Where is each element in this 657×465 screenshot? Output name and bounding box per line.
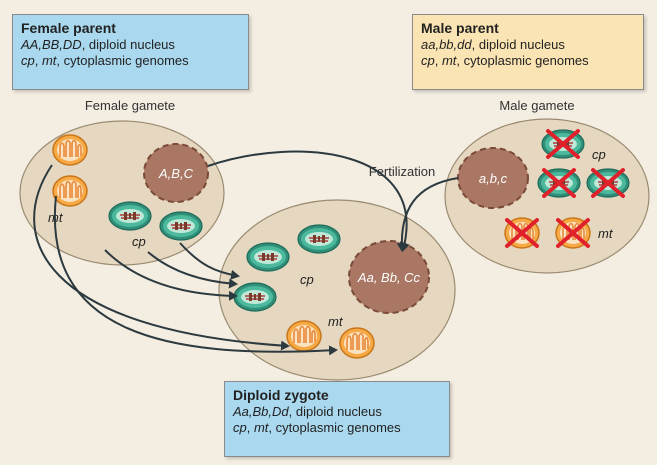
- female-gamete-title: Female gamete: [85, 98, 175, 113]
- zygote-nucleus-line: Aa,Bb,Dd, diploid nucleus: [233, 404, 441, 420]
- arrow-mito2-to-zygote: [53, 195, 338, 356]
- male-parent-cyto-line: cp, mt, cytoplasmic genomes: [421, 53, 589, 68]
- male-mt-label: mt: [598, 226, 614, 241]
- zygote-chloroplast-2: [297, 224, 341, 254]
- zygote-chloroplast-1: [246, 242, 290, 272]
- zygote-chloroplast-3: [233, 282, 277, 312]
- female-parent-genotype: AA,BB,DD: [21, 37, 82, 52]
- female-nucleus-label: A,B,C: [158, 166, 194, 181]
- zygote-cp-label: cp: [300, 272, 314, 287]
- female-mitochondrion-1: [52, 134, 88, 166]
- female-mt-label: mt: [48, 210, 64, 225]
- zygote-mitochondrion-2: [339, 327, 375, 359]
- arrow-chloro3-to-zygote: [179, 242, 240, 280]
- fertilization-label: Fertilization: [369, 164, 435, 179]
- male-parent-cp: cp: [421, 53, 435, 68]
- female-parent-cyto-text: , cytoplasmic genomes: [56, 53, 189, 68]
- female-parent-cyto-line: cp, mt, cytoplasmic genomes: [21, 53, 189, 68]
- zygote-cp: cp: [233, 420, 247, 435]
- arrow-fertilization-to-zygote: [396, 177, 459, 252]
- female-parent-box: Female parent AA,BB,DD, diploid nucleus …: [12, 14, 249, 90]
- female-chloroplast-2: [159, 211, 203, 241]
- male-parent-genotype: aa,bb,dd: [421, 37, 472, 52]
- male-nucleus-label: a,b,c: [479, 171, 508, 186]
- male-gamete-title: Male gamete: [499, 98, 574, 113]
- male-parent-title: Male parent: [421, 20, 499, 36]
- zygote-cyto-text: , cytoplasmic genomes: [268, 420, 401, 435]
- zygote-title: Diploid zygote: [233, 387, 329, 403]
- male-parent-box: Male parent aa,bb,dd, diploid nucleus cp…: [412, 14, 644, 90]
- female-chloroplast-1: [108, 201, 152, 231]
- female-nucleus: [143, 143, 209, 203]
- male-parent-cyto-text: , cytoplasmic genomes: [456, 53, 589, 68]
- male-parent-mt: mt: [441, 53, 457, 68]
- zygote-nucleus: [348, 240, 430, 314]
- female-cp-label: cp: [132, 234, 146, 249]
- zygote-genotype: Aa,Bb,Dd: [233, 404, 289, 419]
- arrow-mito1-to-zygote: [33, 164, 290, 351]
- male-parent-nucleus-line: aa,bb,dd, diploid nucleus: [421, 37, 635, 53]
- zygote-mt-label: mt: [328, 314, 344, 329]
- female-parent-cp: cp: [21, 53, 35, 68]
- zygote-nucleus-text: , diploid nucleus: [288, 404, 382, 419]
- arrow-chloro1-to-zygote: [104, 249, 238, 301]
- zygote-box: Diploid zygote Aa,Bb,Dd, diploid nucleus…: [224, 381, 450, 457]
- female-parent-mt: mt: [41, 53, 57, 68]
- female-parent-nucleus-text: , diploid nucleus: [81, 37, 175, 52]
- arrows: [33, 150, 459, 356]
- zygote-cyto-line: cp, mt, cytoplasmic genomes: [233, 420, 401, 435]
- female-parent-title: Female parent: [21, 20, 116, 36]
- zygote-mitochondrion-1: [286, 320, 322, 352]
- arrow-chloro2-to-zygote: [147, 251, 238, 289]
- male-parent-nucleus-text: , diploid nucleus: [471, 37, 565, 52]
- male-cp-label: cp: [592, 147, 606, 162]
- zygote-nucleus-label: Aa, Bb, Cc: [357, 270, 421, 285]
- female-mitochondrion-2: [52, 175, 88, 207]
- female-parent-nucleus-line: AA,BB,DD, diploid nucleus: [21, 37, 240, 53]
- zygote-mt: mt: [253, 420, 269, 435]
